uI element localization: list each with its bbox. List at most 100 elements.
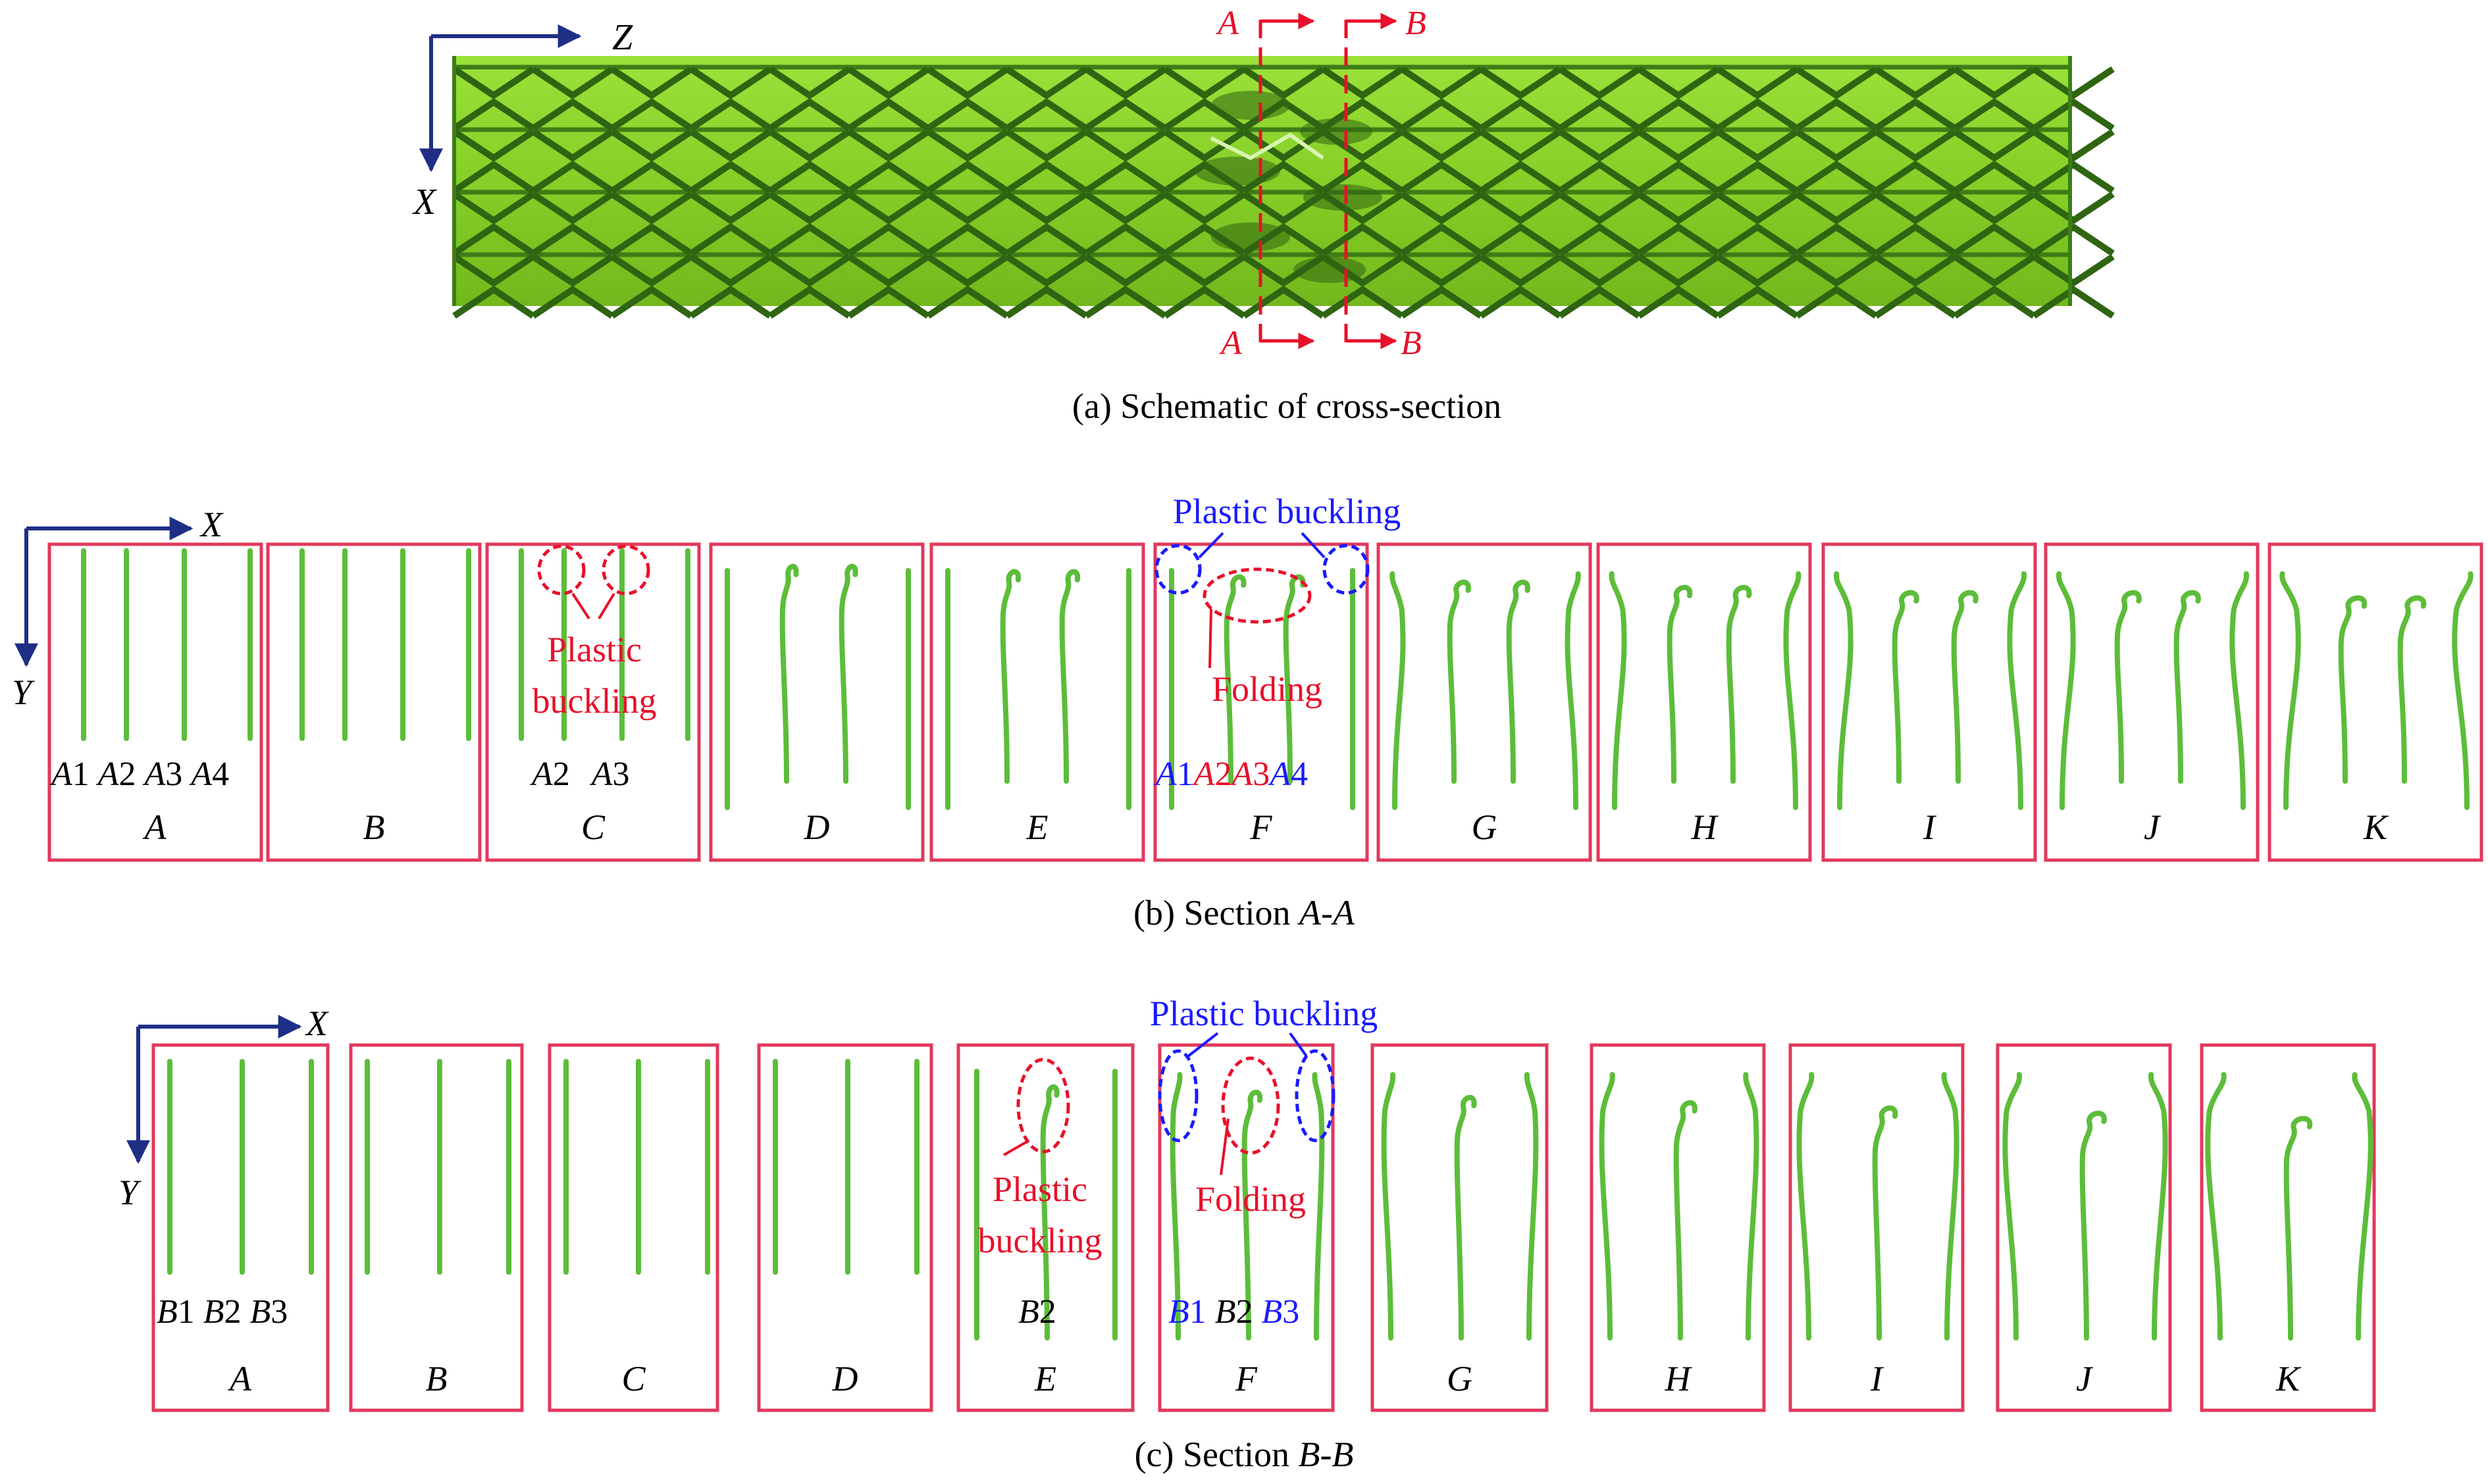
wall-line <box>1673 1100 1698 1341</box>
wall-line <box>1743 1072 1759 1341</box>
wall-line <box>1454 1094 1477 1341</box>
box-label: D <box>832 1359 858 1398</box>
box-label: K <box>2363 807 2389 847</box>
box-label: H <box>1665 1359 1693 1398</box>
box-label: B <box>363 807 385 847</box>
section-frame <box>1153 542 1369 862</box>
tube-zigzag-row <box>452 66 2115 132</box>
buckling-annotation-b-f: Plastic buckling Folding <box>1154 492 1401 709</box>
wall-line <box>2229 571 2249 810</box>
section-frame <box>47 542 263 862</box>
wall-line <box>1951 590 1979 784</box>
wall-line <box>2397 595 2427 784</box>
wall-line <box>1834 571 1853 810</box>
caption-a: (a) Schematic of cross-section <box>1072 386 1501 426</box>
wall-line <box>1381 1072 1396 1341</box>
section-frame <box>1788 1043 1965 1412</box>
wall-line <box>1000 569 1021 784</box>
buckling-annotation-c-e: Plastic buckling <box>978 1058 1102 1260</box>
section-frame <box>151 1043 330 1412</box>
section-frame <box>2044 542 2260 862</box>
svg-text:Plastic buckling: Plastic buckling <box>1173 492 1401 531</box>
box-label: E <box>1026 807 1049 847</box>
wall-line <box>1599 1072 1615 1341</box>
wall-line <box>2007 571 2027 810</box>
wall-line <box>2002 1072 2022 1341</box>
wall-line <box>1224 574 1247 784</box>
section-frame <box>349 1043 524 1412</box>
box-label: I <box>1923 807 1937 847</box>
x-axis-label: X <box>412 182 438 222</box>
wall-labels-b-box-c: A2 A3 <box>530 755 630 793</box>
section-frame <box>1158 1043 1335 1412</box>
tube-zigzag-row <box>452 191 2115 257</box>
box-label: C <box>621 1359 646 1398</box>
wall-line <box>1565 571 1581 810</box>
svg-text:Folding: Folding <box>1212 669 1322 709</box>
wall-line <box>1506 579 1530 784</box>
wall-line <box>2148 1072 2168 1341</box>
wall-line <box>2279 571 2301 810</box>
y-axis-label-b: Y <box>12 673 35 712</box>
box-label: B <box>426 1359 448 1398</box>
wall-line <box>2079 1110 2107 1341</box>
wall-line <box>1941 1072 1959 1341</box>
svg-text:Plastic: Plastic <box>547 630 642 669</box>
svg-text:buckling: buckling <box>978 1221 1102 1260</box>
box-label: A <box>143 807 167 847</box>
wall-line <box>1170 1072 1183 1341</box>
wall-line <box>1040 1084 1060 1341</box>
section-frame <box>956 1043 1135 1412</box>
svg-text:Plastic buckling: Plastic buckling <box>1150 994 1378 1033</box>
section-frame <box>1996 1043 2172 1412</box>
wall-labels-c-box-e: B2 <box>1018 1293 1056 1331</box>
wall-line <box>2352 1072 2373 1341</box>
caption-b: (b) Section A-A <box>1133 893 1355 933</box>
wall-line <box>1783 571 1801 810</box>
wall-line <box>1524 1072 1539 1341</box>
section-frame <box>1370 1043 1549 1412</box>
section-frame <box>1590 1043 1766 1412</box>
buckling-annotation-c-f: Plastic buckling Folding <box>1150 994 1378 1219</box>
box-label: H <box>1691 807 1719 847</box>
wall-line <box>1241 1089 1262 1341</box>
section-frame <box>548 1043 719 1412</box>
wall-labels-c-box-a: B1 B2 B3 <box>157 1293 288 1331</box>
box-label: F <box>1235 1359 1258 1398</box>
wall-line <box>1726 584 1752 784</box>
wall-line <box>2338 595 2368 784</box>
tube-zigzag-row <box>452 128 2115 194</box>
wall-line <box>2173 590 2201 784</box>
wall-line <box>839 563 858 784</box>
buckling-annotation-b-c: Plastic buckling <box>532 544 656 721</box>
box-label: G <box>1447 1359 1472 1398</box>
svg-text:Folding: Folding <box>1195 1179 1306 1219</box>
section-frame <box>266 542 482 862</box>
wall-line <box>1389 571 1406 810</box>
box-label: K <box>2275 1359 2302 1398</box>
wall-line <box>1667 584 1693 784</box>
box-label: A <box>228 1359 252 1398</box>
svg-text:Plastic: Plastic <box>993 1169 1087 1209</box>
x-axis-label-c: X <box>305 1004 329 1043</box>
section-frame <box>1596 542 1812 862</box>
tube-zigzag-row <box>452 253 2115 319</box>
wall-labels-c-box-f: B1 B2 B3 <box>1168 1293 1299 1331</box>
box-label: C <box>581 807 606 847</box>
box-label: J <box>2144 807 2162 847</box>
wall-line <box>1059 569 1080 784</box>
section-frame <box>757 1043 933 1412</box>
wall-line <box>2114 590 2142 784</box>
box-label: J <box>2076 1359 2094 1398</box>
section-frame <box>485 542 701 862</box>
section-frame <box>2268 542 2483 862</box>
section-frame <box>929 542 1145 862</box>
section-b-label-top: B <box>1405 5 1426 42</box>
x-axis-label-b: X <box>199 505 224 544</box>
caption-c: (c) Section B-B <box>1135 1435 1354 1474</box>
